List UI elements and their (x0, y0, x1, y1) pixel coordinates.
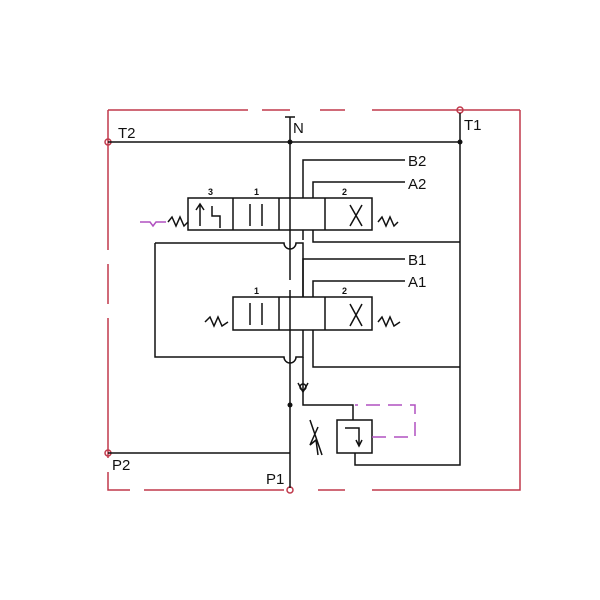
port-b1: B1 (408, 252, 426, 269)
port-t2: T2 (118, 125, 136, 142)
valve-bottom (204, 296, 401, 331)
port-t1: T1 (464, 117, 482, 134)
valve-top (140, 197, 399, 231)
relief-valve (309, 404, 416, 456)
valve-top-pos-2: 2 (342, 187, 347, 197)
valve-top-pos-1: 1 (254, 187, 259, 197)
port-b2: B2 (408, 153, 426, 170)
boundary (107, 109, 521, 491)
port-p2: P2 (112, 457, 130, 474)
port-p1: P1 (266, 471, 284, 488)
port-a2: A2 (408, 176, 426, 193)
valve-top-pos-3: 3 (208, 187, 213, 197)
port-a1: A1 (408, 274, 426, 291)
valve-bottom-pos-2: 2 (342, 286, 347, 296)
port-n: N (293, 120, 304, 137)
valve-bottom-pos-1: 1 (254, 286, 259, 296)
